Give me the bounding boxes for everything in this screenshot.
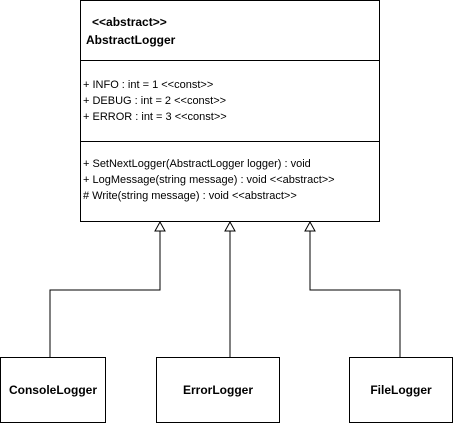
operation-set-next-logger: + SetNextLogger(AbstractLogger logger) :… bbox=[83, 158, 311, 170]
inheritance-line-filelogger bbox=[309, 231, 401, 357]
class-header: <<abstract>> AbstractLogger bbox=[81, 1, 379, 61]
class-name: AbstractLogger bbox=[86, 33, 176, 47]
inheritance-arrowhead-filelogger bbox=[304, 220, 316, 232]
file-logger-name: FileLogger bbox=[370, 383, 432, 397]
console-logger-class: ConsoleLogger bbox=[0, 357, 106, 423]
attribute-error: + ERROR : int = 3 <<const>> bbox=[83, 111, 227, 123]
error-logger-class: ErrorLogger bbox=[156, 357, 280, 423]
class-operations: + SetNextLogger(AbstractLogger logger) :… bbox=[81, 142, 379, 221]
inheritance-line-consolelogger bbox=[49, 231, 161, 357]
attribute-info: + INFO : int = 1 <<const>> bbox=[83, 79, 214, 91]
abstract-logger-class: <<abstract>> AbstractLogger + INFO : int… bbox=[80, 0, 380, 222]
inheritance-arrowhead-consolelogger bbox=[154, 220, 166, 232]
file-logger-class: FileLogger bbox=[349, 357, 453, 423]
operation-write: # Write(string message) : void <<abstrac… bbox=[83, 190, 297, 202]
operation-log-message: + LogMessage(string message) : void <<ab… bbox=[83, 174, 335, 186]
console-logger-name: ConsoleLogger bbox=[8, 383, 97, 397]
class-attributes: + INFO : int = 1 <<const>> + DEBUG : int… bbox=[81, 61, 379, 142]
error-logger-name: ErrorLogger bbox=[182, 383, 253, 397]
inheritance-arrowhead-errorlogger bbox=[224, 220, 236, 232]
attribute-debug: + DEBUG : int = 2 <<const>> bbox=[83, 95, 227, 107]
class-stereotype: <<abstract>> bbox=[92, 15, 167, 29]
